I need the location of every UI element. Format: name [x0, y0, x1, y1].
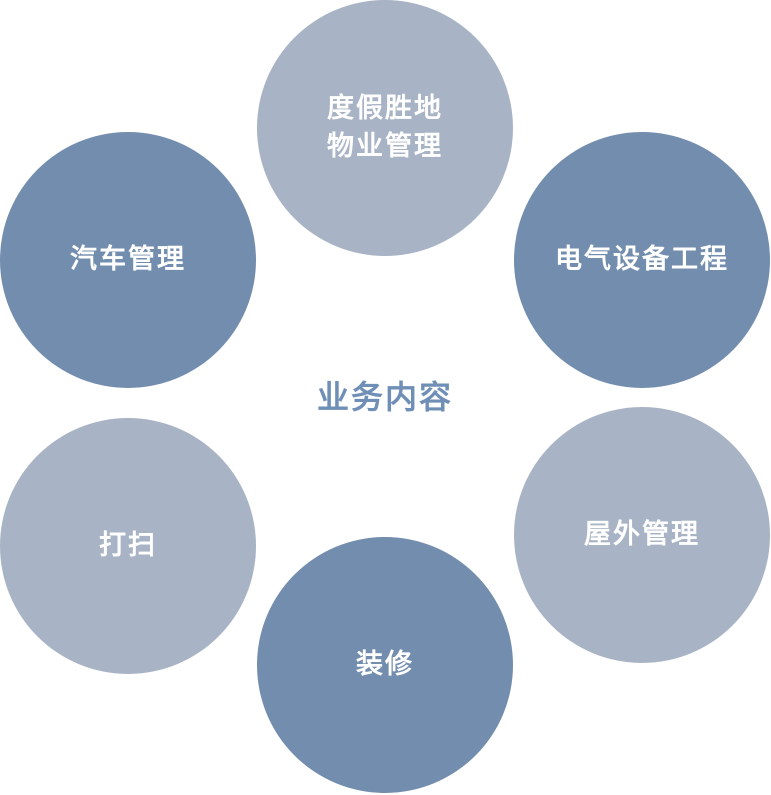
circle-label: 电气设备工程: [555, 244, 729, 275]
circle-outdoor-management: 屋外管理: [514, 407, 770, 663]
circle-resort-property-management: 度假胜地 物业管理: [257, 0, 513, 256]
circle-vehicle-management: 汽车管理: [0, 132, 256, 388]
circle-label: 度假胜地 物业管理: [327, 93, 443, 162]
circle-label: 装修: [356, 649, 414, 680]
circle-label: 打扫: [99, 530, 157, 561]
circle-label: 汽车管理: [70, 244, 186, 275]
circle-renovation: 装修: [257, 537, 513, 793]
circle-label: 屋外管理: [584, 519, 700, 550]
circle-electrical-engineering: 电气设备工程: [514, 132, 770, 388]
center-title: 业务内容: [316, 378, 453, 416]
circle-cleaning: 打扫: [0, 418, 256, 674]
